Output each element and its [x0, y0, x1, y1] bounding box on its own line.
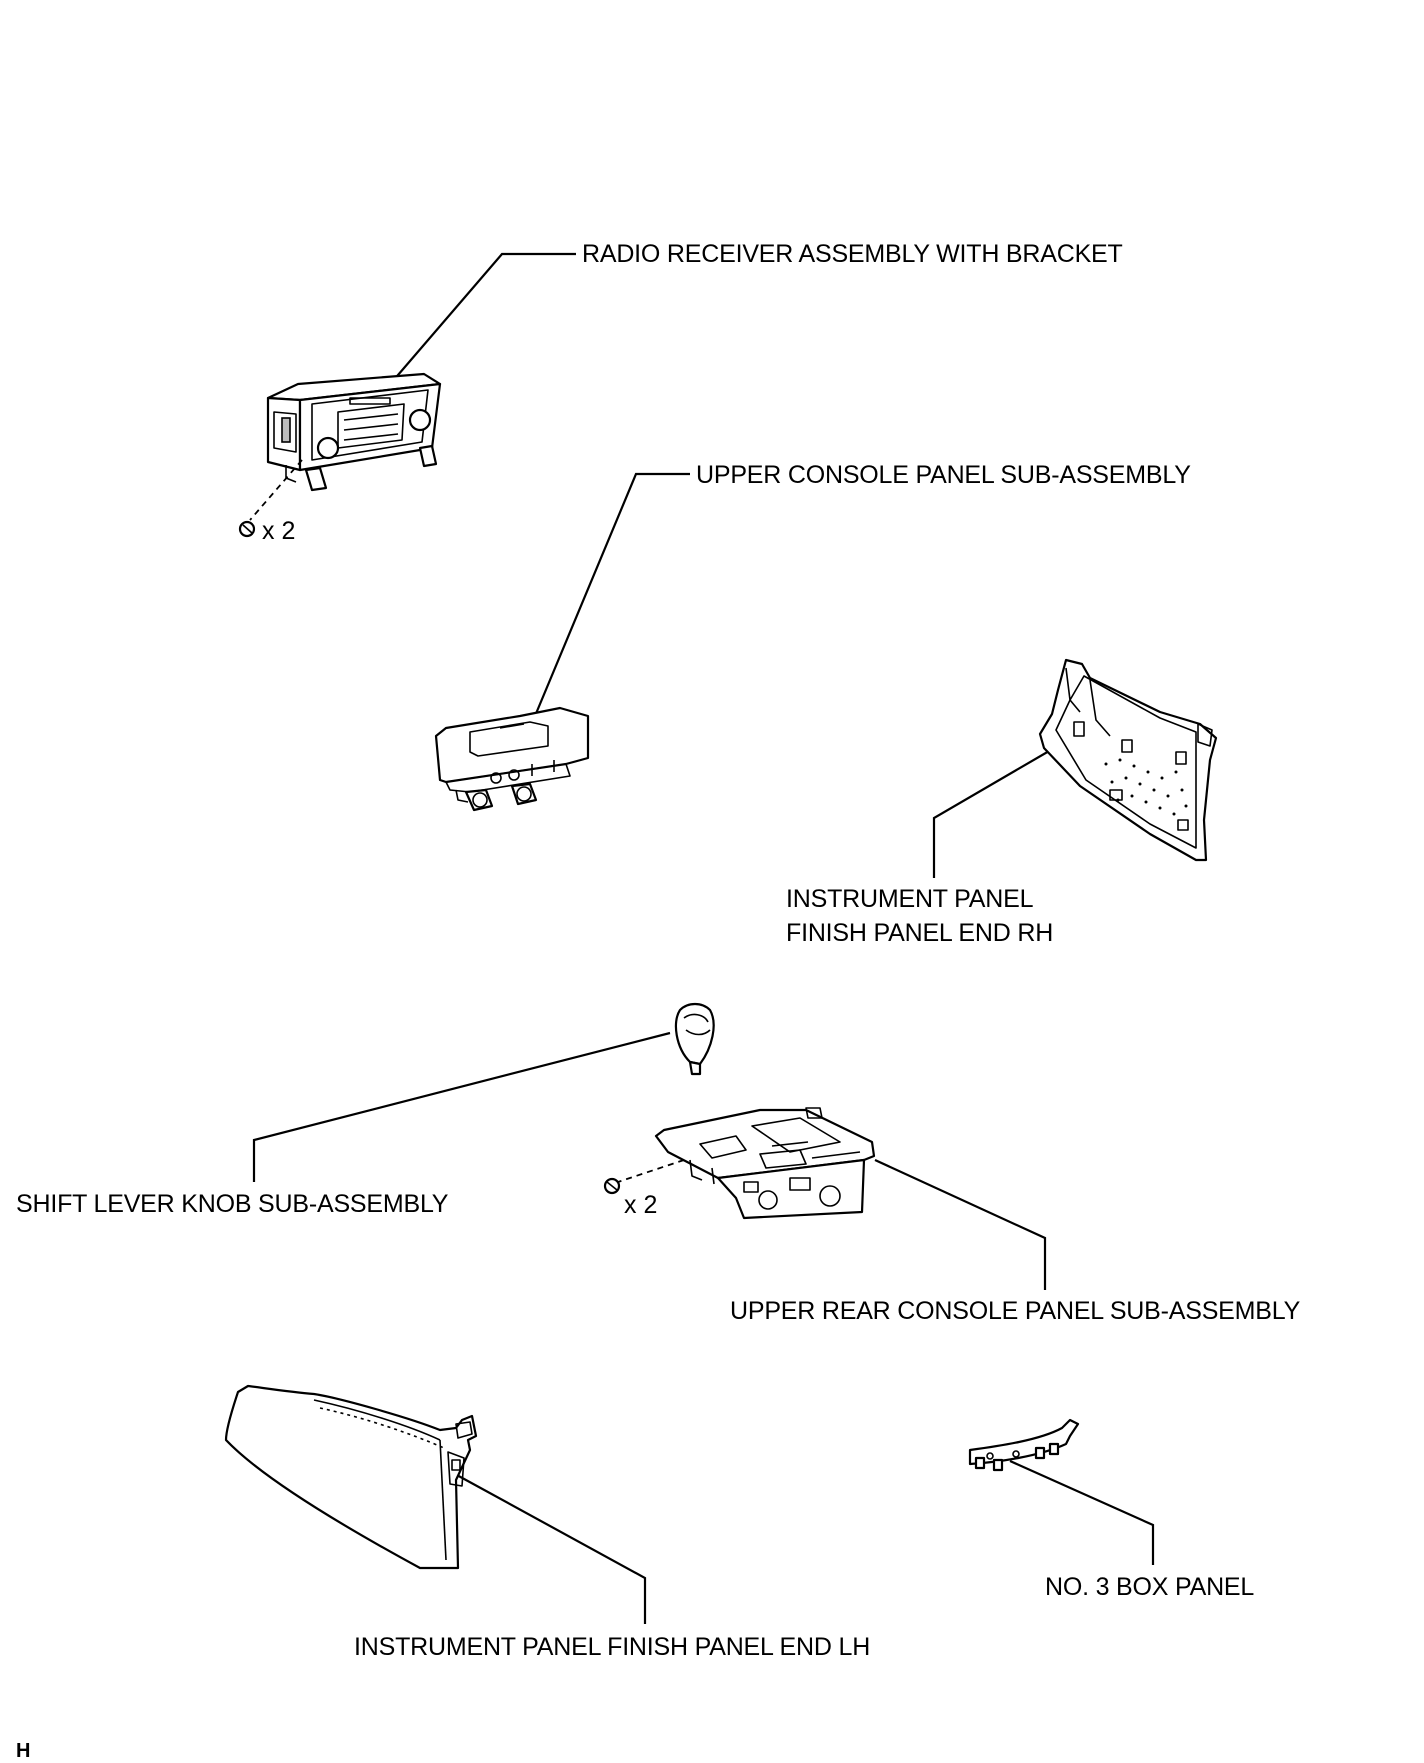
- finish-panel-end-lh: [224, 1384, 478, 1570]
- no3-box-panel: [968, 1418, 1080, 1472]
- finish-panel-end-rh: [1038, 658, 1218, 862]
- label-radio-receiver: RADIO RECEIVER ASSEMBLY WITH BRACKET: [582, 240, 1123, 268]
- label-upper-console: UPPER CONSOLE PANEL SUB-ASSEMBLY: [696, 461, 1191, 489]
- label-upper-rear-console: UPPER REAR CONSOLE PANEL SUB-ASSEMBLY: [730, 1297, 1301, 1325]
- upper-rear-console-panel: [603, 1107, 876, 1220]
- leader-finish-end-rh: [932, 746, 1057, 878]
- radio-receiver-assembly: [238, 372, 442, 538]
- qty-radio-screws: x 2: [262, 517, 296, 545]
- leader-shift-knob: [252, 1031, 671, 1182]
- leader-finish-end-lh: [454, 1473, 647, 1624]
- qty-rear-console-screws: x 2: [624, 1191, 658, 1219]
- label-finish-end-rh-line1: INSTRUMENT PANEL: [786, 885, 1034, 913]
- leader-upper-console: [533, 472, 690, 717]
- shift-lever-knob: [674, 1002, 715, 1076]
- leader-upper-rear-console: [874, 1159, 1047, 1290]
- label-box-panel: NO. 3 BOX PANEL: [1045, 1573, 1255, 1601]
- finish-panel-rh-texture: [1104, 758, 1188, 816]
- label-finish-end-lh: INSTRUMENT PANEL FINISH PANEL END LH: [354, 1633, 871, 1661]
- leader-radio-receiver: [391, 252, 576, 383]
- label-shift-knob: SHIFT LEVER KNOB SUB-ASSEMBLY: [16, 1190, 449, 1218]
- leader-box-panel: [1009, 1459, 1155, 1565]
- upper-console-panel: [434, 706, 590, 812]
- label-finish-end-rh-line2: FINISH PANEL END RH: [786, 919, 1054, 947]
- figure-id: H: [16, 1740, 31, 1762]
